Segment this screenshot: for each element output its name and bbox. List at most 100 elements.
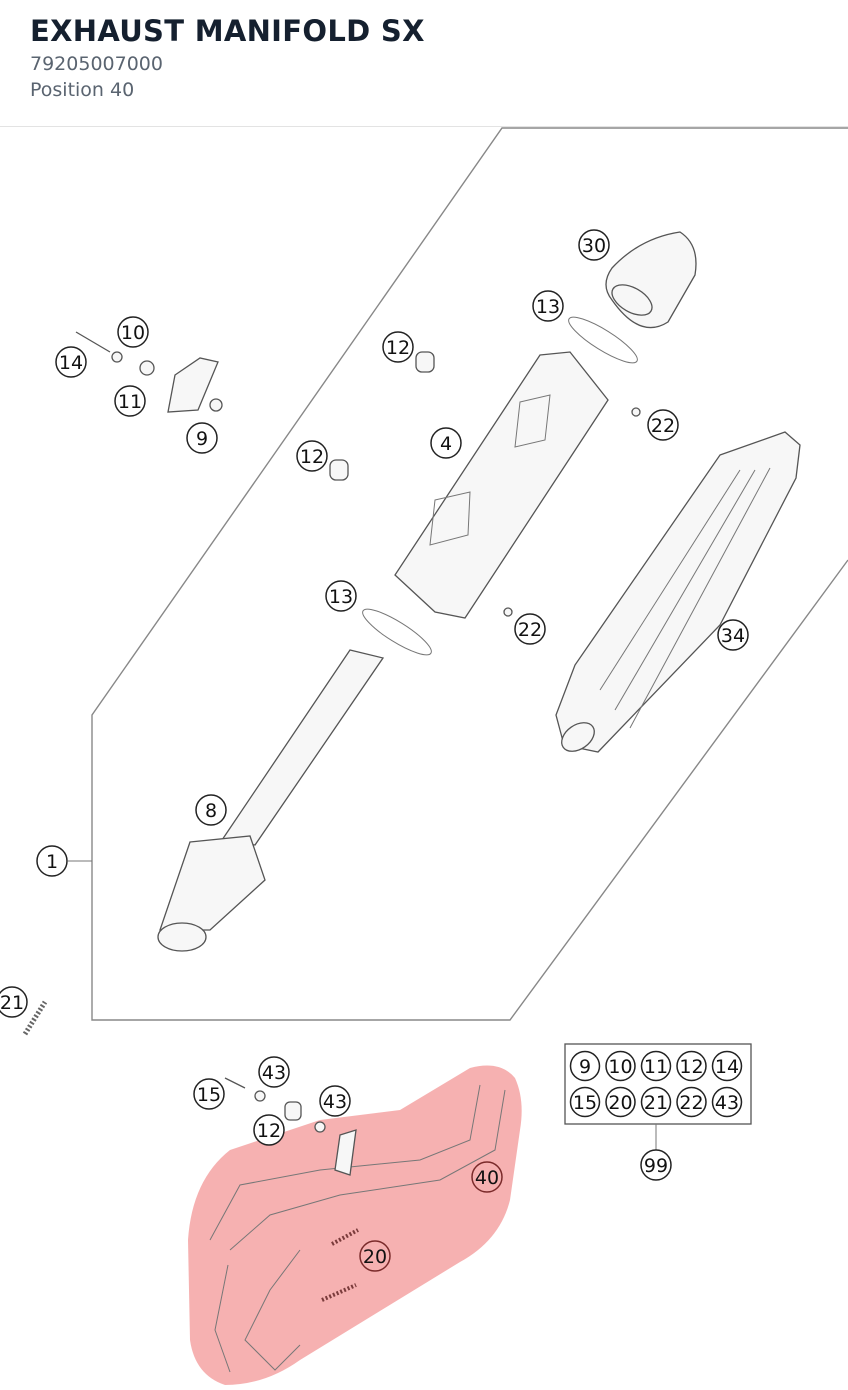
muffler-34[interactable]	[555, 431, 801, 757]
callout-l20[interactable]: 20	[359, 1240, 391, 1272]
manifold-highlight[interactable]	[188, 1065, 522, 1385]
callout-number: 20	[363, 1246, 387, 1268]
callout-number: 1	[46, 851, 58, 873]
callout-l22a[interactable]: 22	[647, 409, 679, 441]
callout-l13a[interactable]: 13	[532, 290, 564, 322]
callout-number: 13	[329, 586, 353, 608]
callout-l10[interactable]: 10	[117, 316, 149, 348]
callout-number: 30	[582, 235, 606, 257]
callout-l15[interactable]: 15	[193, 1078, 225, 1110]
callout-l9[interactable]: 9	[186, 422, 218, 454]
callout-circle	[359, 1240, 391, 1272]
callout-circle	[430, 427, 462, 459]
screw-22-b[interactable]	[503, 607, 513, 617]
callout-circle	[717, 619, 749, 651]
callout-circle	[55, 346, 87, 378]
callout-l12b[interactable]: 12	[296, 440, 328, 472]
callout-circle	[114, 385, 146, 417]
callout-number: 40	[475, 1167, 499, 1189]
callout-number: 21	[0, 992, 24, 1014]
callout-l13b[interactable]: 13	[325, 580, 357, 612]
callout-number: 12	[386, 337, 410, 359]
kit-circle	[569, 1086, 601, 1118]
position-label: Position 40	[30, 79, 135, 101]
callout-l1[interactable]: 1	[36, 845, 68, 877]
kit-number: 9	[579, 1056, 591, 1078]
callout-number: 43	[323, 1091, 347, 1113]
callout-circle	[532, 290, 564, 322]
kit-number: 22	[679, 1092, 703, 1114]
kit-number: 15	[573, 1092, 597, 1114]
callout-circle	[36, 845, 68, 877]
kit-item-20[interactable]: 20	[605, 1086, 636, 1118]
kit-number: 20	[608, 1092, 632, 1114]
kit-number: 43	[715, 1092, 739, 1114]
kit-item-11[interactable]: 11	[640, 1050, 672, 1082]
callout-circle	[296, 440, 328, 472]
callout-number: 11	[118, 391, 142, 413]
grommet-12-a[interactable]	[415, 351, 435, 373]
callout-circle	[0, 986, 28, 1018]
callout-l43b[interactable]: 43	[319, 1085, 351, 1117]
callout-l40[interactable]: 40	[471, 1161, 503, 1193]
callout-l34[interactable]: 34	[717, 619, 749, 651]
bracket-9[interactable]	[75, 331, 223, 413]
callout-circle	[117, 316, 149, 348]
kit-item-43[interactable]: 43	[711, 1086, 743, 1118]
callout-number: 12	[257, 1120, 281, 1142]
callout-l99[interactable]: 99	[640, 1149, 672, 1181]
callout-circle	[193, 1078, 225, 1110]
callout-l12a[interactable]: 12	[382, 331, 414, 363]
kit-item-10[interactable]: 10	[605, 1050, 636, 1082]
callout-l11[interactable]: 11	[114, 385, 146, 417]
kit-item-9[interactable]: 9	[569, 1050, 601, 1082]
kit-number: 11	[644, 1056, 668, 1078]
o-ring-13-bottom[interactable]	[358, 602, 436, 661]
kit-item-21[interactable]: 21	[640, 1086, 672, 1118]
callout-circle	[253, 1114, 285, 1146]
o-ring-13-top[interactable]	[564, 310, 642, 369]
kit-item-14[interactable]: 14	[711, 1050, 743, 1082]
silencer-body-4[interactable]	[394, 351, 609, 619]
part-number: 79205007000	[30, 53, 163, 75]
callout-number: 99	[644, 1155, 668, 1177]
kit-circle	[676, 1050, 707, 1082]
manifold-40[interactable]	[209, 1084, 506, 1373]
callout-l4[interactable]: 4	[430, 427, 462, 459]
page-title: EXHAUST MANIFOLD SX	[30, 14, 425, 48]
kit-item-12[interactable]: 12	[676, 1050, 707, 1082]
callout-number: 14	[59, 352, 83, 374]
callout-l12c[interactable]: 12	[253, 1114, 285, 1146]
kit-number: 10	[608, 1056, 632, 1078]
kit-number: 14	[715, 1056, 739, 1078]
insert-tube-8[interactable]	[157, 649, 385, 952]
callout-number: 34	[721, 625, 745, 647]
callout-number: 22	[651, 415, 675, 437]
callout-l22b[interactable]: 22	[514, 613, 546, 645]
kit-item-15[interactable]: 15	[569, 1086, 601, 1118]
callout-l30[interactable]: 30	[578, 229, 610, 261]
callout-l14[interactable]: 14	[55, 346, 87, 378]
callout-circle	[647, 409, 679, 441]
callout-number: 9	[196, 428, 208, 450]
callout-circle	[195, 794, 227, 826]
kit-circle	[605, 1050, 636, 1082]
spring-21[interactable]	[22, 1000, 48, 1036]
kit-circle	[640, 1086, 672, 1118]
callout-circle	[186, 422, 218, 454]
callout-circle	[471, 1161, 503, 1193]
callout-circle	[325, 580, 357, 612]
kit-circle	[676, 1086, 707, 1118]
grommet-12-b[interactable]	[329, 459, 349, 481]
callout-l21[interactable]: 21	[0, 986, 28, 1018]
kit-number: 12	[679, 1056, 703, 1078]
screw-22-a[interactable]	[631, 407, 641, 417]
callout-l8[interactable]: 8	[195, 794, 227, 826]
callout-circle	[319, 1085, 351, 1117]
kit-circle	[569, 1050, 601, 1082]
callout-circle	[382, 331, 414, 363]
kit-item-22[interactable]: 22	[676, 1086, 707, 1118]
end-cap-30[interactable]	[605, 231, 697, 329]
callout-l43a[interactable]: 43	[258, 1056, 290, 1088]
